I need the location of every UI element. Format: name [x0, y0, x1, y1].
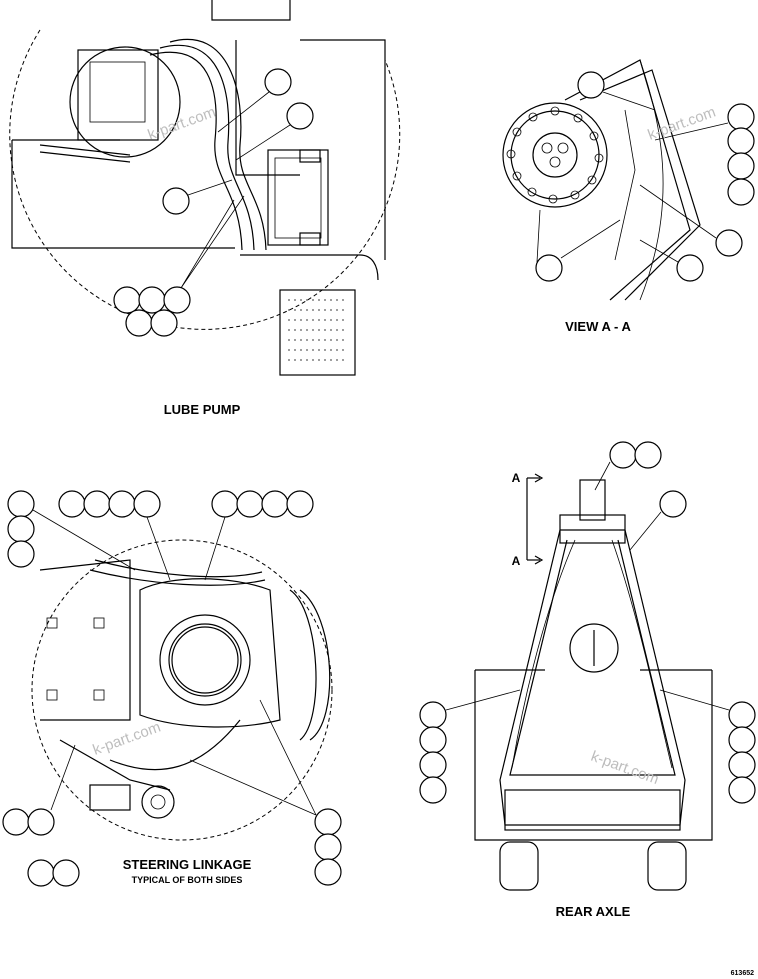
rear-axle-title: REAR AXLE [556, 904, 631, 919]
callout-st-9 [236, 490, 264, 518]
callout-ra-1 [609, 441, 637, 469]
callout-va-4 [727, 152, 755, 180]
callout-lp-1 [264, 68, 292, 96]
callout-st-7 [133, 490, 161, 518]
callout-va-8 [676, 254, 704, 282]
callout-lp-7 [125, 309, 153, 337]
view-aa-view: VIEW A - A [502, 59, 755, 334]
callout-va-3 [727, 127, 755, 155]
callout-lp-8 [150, 309, 178, 337]
callout-ra-11 [728, 776, 756, 804]
steering-subtitle: TYPICAL OF BOTH SIDES [132, 875, 243, 885]
callout-st-15 [52, 859, 80, 887]
callout-ra-6 [419, 751, 447, 779]
callout-st-17 [314, 833, 342, 861]
callout-ra-2 [634, 441, 662, 469]
callout-lp-4 [113, 286, 141, 314]
lube-pump-view: LUBE PUMP [9, 0, 401, 417]
watermark-1: k-part.com [146, 104, 218, 144]
drawing-number: 613652 [731, 970, 754, 977]
callout-lp-3 [162, 187, 190, 215]
steering-linkage-view: STEERING LINKAGE TYPICAL OF BOTH SIDES [2, 490, 342, 887]
callout-lp-2 [286, 102, 314, 130]
callout-ra-4 [419, 701, 447, 729]
callout-ra-10 [728, 751, 756, 779]
callout-st-13 [27, 808, 55, 836]
grille-holes [288, 299, 348, 361]
callout-va-7 [535, 254, 563, 282]
callout-st-5 [83, 490, 111, 518]
callout-st-11 [286, 490, 314, 518]
callout-va-5 [727, 178, 755, 206]
callout-ra-9 [728, 726, 756, 754]
lube-pump-title: LUBE PUMP [164, 402, 241, 417]
callout-ra-5 [419, 726, 447, 754]
section-marker-bottom: A [512, 554, 521, 568]
callout-st-6 [108, 490, 136, 518]
rear-axle-view: A A REAR AXLE [419, 441, 756, 919]
callout-ra-7 [419, 776, 447, 804]
section-marker-top: A [512, 471, 521, 485]
callout-st-16 [314, 808, 342, 836]
callout-st-18 [314, 858, 342, 886]
bolt-ring [506, 106, 604, 204]
callout-ra-3 [659, 490, 687, 518]
callout-st-8 [211, 490, 239, 518]
callout-st-1 [7, 490, 35, 518]
callout-lp-5 [138, 286, 166, 314]
callout-va-1 [577, 71, 605, 99]
callout-st-2 [7, 515, 35, 543]
callout-st-12 [2, 808, 30, 836]
view-aa-title: VIEW A - A [565, 319, 631, 334]
steering-title: STEERING LINKAGE [123, 857, 252, 872]
callout-ra-8 [728, 701, 756, 729]
watermark-4: k-part.com [589, 748, 661, 788]
watermark-3: k-part.com [91, 719, 163, 759]
callout-st-3 [7, 540, 35, 568]
callout-va-2 [727, 103, 755, 131]
callout-va-6 [715, 229, 743, 257]
callout-st-10 [261, 490, 289, 518]
watermark-2: k-part.com [646, 104, 718, 144]
callout-st-14 [27, 859, 55, 887]
callout-st-4 [58, 490, 86, 518]
callout-lp-6 [163, 286, 191, 314]
